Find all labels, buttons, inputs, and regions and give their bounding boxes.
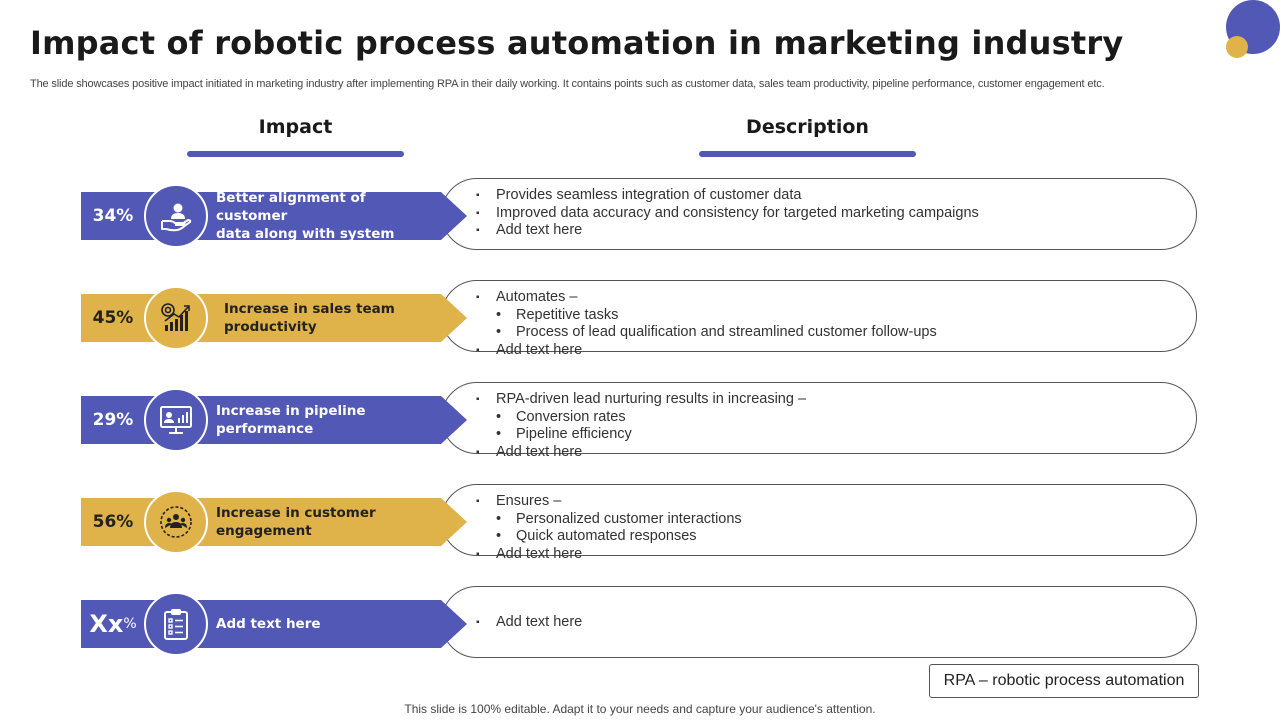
impact-percentage-value: Xx	[89, 610, 124, 638]
bullet-list: Add text here	[476, 614, 582, 632]
bullet-item: Add text here	[476, 444, 806, 462]
impact-row-sales-productivity: Automates – Repetitive tasks Process of …	[0, 280, 1280, 359]
impact-row-pipeline-performance: RPA-driven lead nurturing results in inc…	[0, 382, 1280, 461]
abbreviation-legend: RPA – robotic process automation	[929, 664, 1199, 698]
impact-row-placeholder: Add text here Xx% Add text here	[0, 586, 1280, 662]
page-subtitle: The slide showcases positive impact init…	[30, 78, 1105, 90]
impact-label: Increase in pipeline performance	[216, 403, 366, 437]
impact-label: Increase in sales team productivity	[224, 301, 395, 335]
customer-group-icon	[144, 490, 208, 554]
impact-percentage: 45%	[92, 308, 134, 328]
bullet-item: Add text here	[476, 546, 742, 564]
decorative-circle-gold	[1226, 36, 1248, 58]
page-title: Impact of robotic process automation in …	[30, 24, 1124, 62]
bullet-list: Automates – Repetitive tasks Process of …	[476, 289, 937, 360]
impact-heading-underline	[187, 151, 404, 157]
bullet-item: Add text here	[476, 222, 979, 240]
sub-bullet-item: Quick automated responses	[496, 528, 742, 546]
bullet-list: Ensures – Personalized customer interact…	[476, 493, 742, 564]
impact-label: Add text here	[216, 616, 321, 632]
description-panel: RPA-driven lead nurturing results in inc…	[441, 382, 1197, 461]
bullet-item: Add text here	[476, 342, 937, 360]
impact-percentage: Xx%	[83, 600, 143, 648]
bullet-item: RPA-driven lead nurturing results in inc…	[476, 391, 806, 409]
hand-user-icon	[144, 184, 208, 248]
sub-bullet-item: Personalized customer interactions	[496, 511, 742, 529]
sub-bullet-item: Repetitive tasks	[496, 307, 937, 325]
impact-label: Better alignment of customer data along …	[216, 190, 395, 242]
description-panel: Add text here	[441, 586, 1197, 658]
monitor-analytics-icon	[144, 388, 208, 452]
impact-percentage: 56%	[92, 512, 134, 532]
clipboard-checklist-icon	[144, 592, 208, 656]
impact-column-heading: Impact	[258, 116, 333, 138]
growth-chart-target-icon	[144, 286, 208, 350]
description-panel: Provides seamless integration of custome…	[441, 178, 1197, 250]
sub-bullet-item: Conversion rates	[496, 409, 806, 427]
bullet-item: Automates –	[476, 289, 937, 307]
bullet-item: Improved data accuracy and consistency f…	[476, 205, 979, 223]
impact-percentage: 34%	[92, 206, 134, 226]
bullet-item: Ensures –	[476, 493, 742, 511]
bullet-list: Provides seamless integration of custome…	[476, 187, 979, 240]
description-panel: Automates – Repetitive tasks Process of …	[441, 280, 1197, 359]
impact-label: Increase in customer engagement	[216, 505, 376, 539]
bullet-list: RPA-driven lead nurturing results in inc…	[476, 391, 806, 462]
description-heading-underline	[699, 151, 916, 157]
sub-bullet-item: Pipeline efficiency	[496, 426, 806, 444]
description-column-heading: Description	[746, 116, 869, 138]
sub-bullet-item: Process of lead qualification and stream…	[496, 324, 937, 342]
bullet-item: Provides seamless integration of custome…	[476, 187, 979, 205]
bullet-item: Add text here	[476, 614, 582, 632]
footer-note: This slide is 100% editable. Adapt it to…	[404, 702, 876, 716]
impact-row-customer-engagement: Ensures – Personalized customer interact…	[0, 484, 1280, 563]
impact-percentage-suffix: %	[123, 616, 137, 632]
impact-percentage: 29%	[92, 410, 134, 430]
impact-row-customer-alignment: Provides seamless integration of custome…	[0, 178, 1280, 254]
description-panel: Ensures – Personalized customer interact…	[441, 484, 1197, 563]
